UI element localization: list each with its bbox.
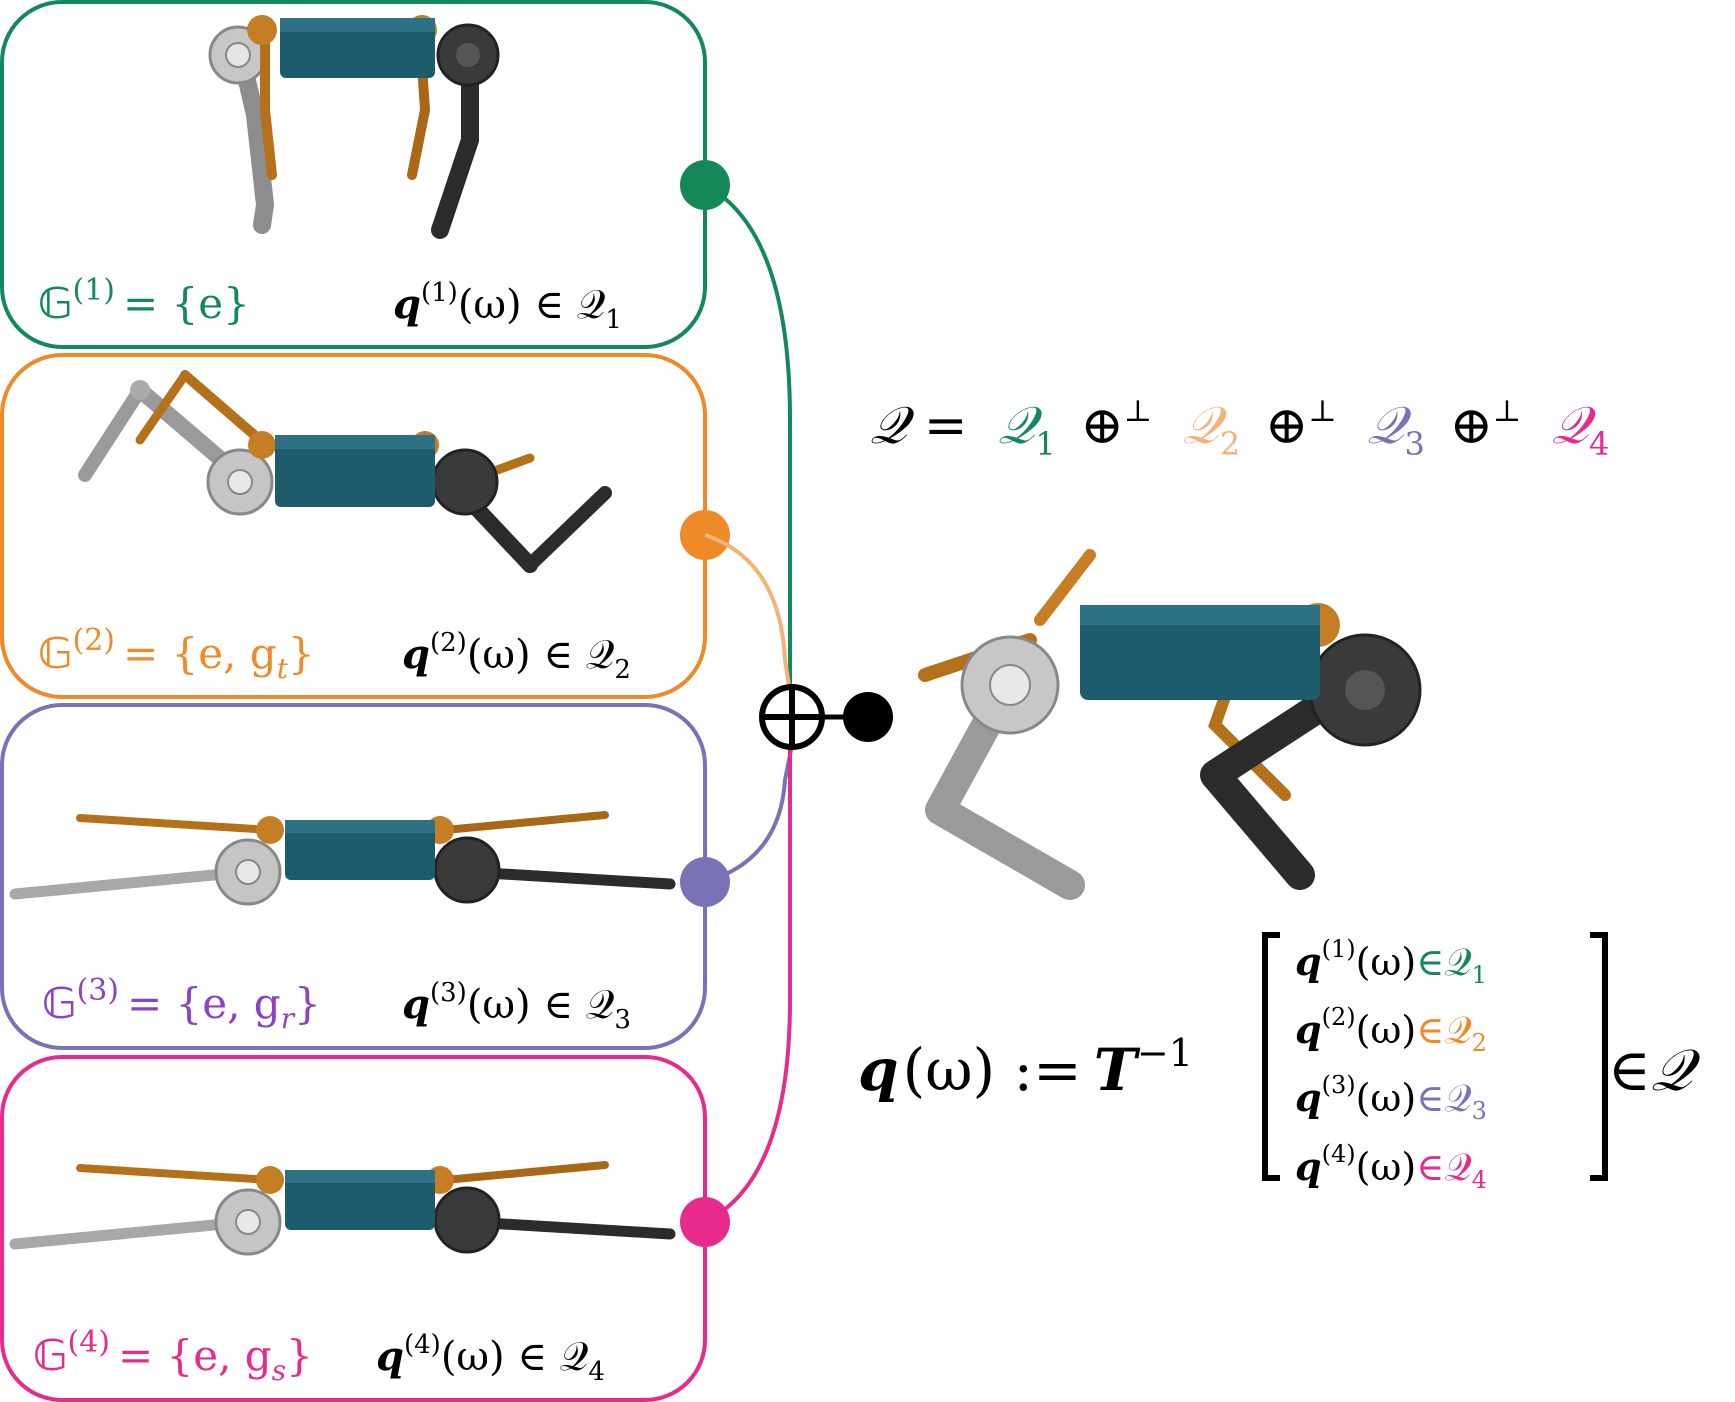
group-symbol: 𝔾 bbox=[38, 279, 72, 328]
matrix-row-2: q(2)(ω)∈𝒬2 bbox=[1295, 1003, 1487, 1057]
sum-operator: ⊕ bbox=[1265, 396, 1309, 456]
eq-arg: (ω) := bbox=[903, 1036, 1082, 1104]
group-index: (4) bbox=[67, 1325, 110, 1360]
q-subspace-index: 4 bbox=[588, 1357, 605, 1387]
group-index: (2) bbox=[72, 623, 115, 658]
svg-text:𝔾(2)= {e, gt}: 𝔾(2)= {e, gt} bbox=[38, 623, 315, 685]
sum-term-3-sub: 3 bbox=[1404, 425, 1424, 463]
sum-operator: ⊕ bbox=[1449, 396, 1493, 456]
group-close: } bbox=[294, 979, 321, 1028]
svg-text:q(3)(ω) ∈ 𝒬3: q(3)(ω) ∈ 𝒬3 bbox=[402, 978, 631, 1035]
group-equation: = {e, g bbox=[118, 1331, 272, 1380]
q-membership: (ω) ∈ 𝒬 bbox=[441, 1334, 589, 1380]
eq-T-sup: −1 bbox=[1137, 1031, 1193, 1075]
matrix-row-4: q(4)(ω)∈𝒬4 bbox=[1295, 1140, 1487, 1194]
robot-spread-illustration bbox=[15, 1165, 670, 1254]
green-connector bbox=[704, 183, 792, 735]
group-generator-sub: t bbox=[277, 652, 289, 685]
q-subspace-index: 1 bbox=[605, 305, 622, 335]
sum-operator-sup: ⊥ bbox=[1308, 394, 1336, 429]
matrix-brackets bbox=[1262, 932, 1608, 1181]
q-index: (3) bbox=[430, 978, 467, 1008]
panel-2: 𝔾(2)= {e, gt} q(2)(ω) ∈ 𝒬2 bbox=[0, 353, 730, 699]
group-index: (3) bbox=[76, 973, 119, 1008]
eq-result-space: ∈𝒬 bbox=[1608, 1036, 1701, 1104]
robot-spread-illustration bbox=[15, 815, 670, 904]
panel-4: 𝔾(4)= {e, gs} q(4)(ω) ∈ 𝒬4 bbox=[0, 1055, 730, 1402]
svg-text:𝔾(3)= {e, gr}: 𝔾(3)= {e, gr} bbox=[42, 973, 321, 1035]
q-label: q bbox=[376, 1333, 404, 1380]
svg-text:q(1)(ω) ∈ 𝒬1: q(1)(ω) ∈ 𝒬1 bbox=[393, 278, 622, 335]
group-close: } bbox=[288, 629, 315, 678]
robot-twisted-illustration bbox=[85, 375, 605, 565]
q-subspace-index: 3 bbox=[614, 1005, 631, 1035]
svg-text:𝔾(4)= {e, gs}: 𝔾(4)= {e, gs} bbox=[33, 1325, 313, 1387]
sum-operator-sup: ⊥ bbox=[1124, 394, 1152, 429]
purple-connector bbox=[704, 744, 794, 884]
connector-lines bbox=[704, 183, 794, 1224]
q-membership: (ω) ∈ 𝒬 bbox=[458, 282, 606, 328]
matrix-row-3: q(3)(ω)∈𝒬3 bbox=[1295, 1071, 1487, 1125]
sum-term-1-sub: 1 bbox=[1035, 425, 1055, 463]
group-symbol: 𝔾 bbox=[42, 979, 76, 1028]
panel-1: 𝔾(1)= {e} q(1)(ω) ∈ 𝒬1 bbox=[0, 0, 730, 349]
q-label: q bbox=[402, 981, 430, 1028]
q-index: (1) bbox=[421, 278, 458, 308]
q-label: q bbox=[402, 631, 430, 678]
sum-lhs: 𝒬 = bbox=[870, 396, 967, 456]
group-symbol: 𝔾 bbox=[33, 1331, 67, 1380]
q-membership: (ω) ∈ 𝒬 bbox=[467, 982, 615, 1028]
panel-3: 𝔾(3)= {e, gr} q(3)(ω) ∈ 𝒬3 bbox=[0, 703, 730, 1050]
sum-term-2-sub: 2 bbox=[1220, 425, 1240, 463]
matrix-row-1: q(1)(ω)∈𝒬1 bbox=[1295, 935, 1487, 989]
group-index: (1) bbox=[72, 273, 115, 308]
svg-text:𝔾(1)= {e}: 𝔾(1)= {e} bbox=[38, 273, 250, 328]
direct-sum-equation: 𝒬 = 𝒬1 ⊕⊥ 𝒬2 ⊕⊥ 𝒬3 ⊕⊥ 𝒬4 bbox=[870, 374, 1609, 468]
group-equation: = {e, g bbox=[123, 629, 277, 678]
direct-sum-node bbox=[759, 684, 893, 750]
group-equation: = {e, g bbox=[127, 979, 281, 1028]
eq-q: q bbox=[858, 1036, 899, 1104]
combined-robot-illustration bbox=[918, 549, 1422, 900]
output-node bbox=[843, 692, 893, 742]
group-generator-sub: s bbox=[272, 1354, 286, 1387]
matrix-entries: q(1)(ω)∈𝒬1 q(2)(ω)∈𝒬2 q(3)(ω)∈𝒬3 q(4)(ω)… bbox=[1295, 935, 1487, 1194]
q-label: q bbox=[393, 281, 421, 328]
group-symbol: 𝔾 bbox=[38, 629, 72, 678]
inverse-transform-equation: q(ω) :=T−1 bbox=[858, 1031, 1193, 1104]
group-close: } bbox=[286, 1331, 313, 1380]
orange-connector bbox=[704, 533, 794, 706]
magenta-connector bbox=[704, 745, 792, 1224]
q-index: (4) bbox=[404, 1330, 441, 1360]
sum-term-4-sub: 4 bbox=[1589, 425, 1609, 463]
robot-standing-illustration bbox=[210, 15, 498, 230]
q-membership: (ω) ∈ 𝒬 bbox=[467, 632, 615, 678]
group-equation: = {e} bbox=[123, 279, 250, 328]
svg-text:q(4)(ω) ∈ 𝒬4: q(4)(ω) ∈ 𝒬4 bbox=[376, 1330, 605, 1387]
svg-text:q(2)(ω) ∈ 𝒬2: q(2)(ω) ∈ 𝒬2 bbox=[402, 628, 631, 685]
eq-T: T bbox=[1094, 1036, 1141, 1104]
group-generator-sub: r bbox=[281, 1002, 296, 1035]
q-subspace-index: 2 bbox=[614, 655, 631, 685]
q-index: (2) bbox=[430, 628, 467, 658]
sum-operator-sup: ⊥ bbox=[1493, 394, 1521, 429]
sum-operator: ⊕ bbox=[1080, 396, 1124, 456]
